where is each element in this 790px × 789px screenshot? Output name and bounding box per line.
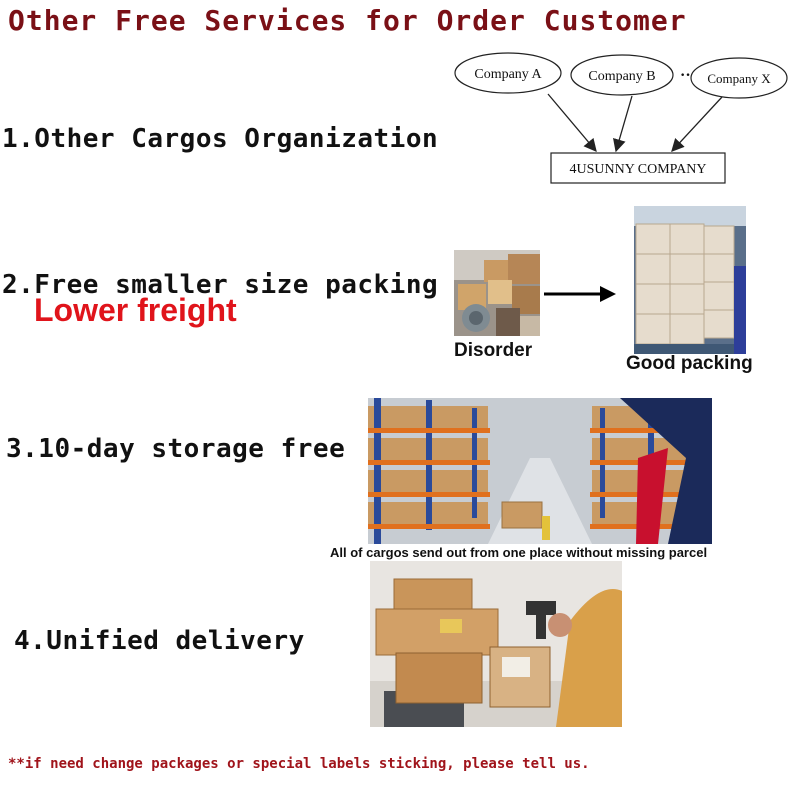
section-2-heading: 2.Free smaller size packing — [2, 270, 439, 300]
lower-freight-note: Lower freight — [34, 292, 237, 328]
storage-caption: All of cargos send out from one place wi… — [330, 545, 708, 560]
company-a-node: Company A — [454, 52, 562, 94]
disorder-label: Disorder — [454, 340, 533, 361]
good-packing-label: Good packing — [626, 353, 753, 374]
company-a-label: Company A — [474, 67, 542, 82]
section-3-heading: 3.10-day storage free — [6, 434, 346, 464]
arrow-x-to-target — [671, 96, 723, 152]
target-company-box: 4USUNNY COMPANY — [550, 152, 726, 184]
disorder-photo — [454, 250, 540, 336]
packing-arrow — [544, 286, 616, 302]
company-b-node: Company B — [570, 54, 674, 96]
delivery-photo — [370, 561, 622, 727]
warehouse-photo — [368, 398, 712, 544]
company-x-node: Company X — [690, 57, 788, 99]
footnote: **if need change packages or special lab… — [8, 756, 590, 772]
section-4-heading: 4.Unified delivery — [14, 626, 305, 656]
company-flow-diagram: Company A Company B ··· Company X 4USUNN… — [454, 52, 788, 184]
page-title: Other Free Services for Order Customer — [8, 4, 687, 37]
target-company-label: 4USUNNY COMPANY — [569, 162, 706, 177]
good-packing-photo — [634, 206, 746, 354]
company-b-label: Company B — [588, 69, 655, 84]
section-1-heading: 1.Other Cargos Organization — [2, 124, 439, 154]
arrow-a-to-target — [547, 93, 597, 152]
company-x-label: Company X — [707, 71, 771, 86]
arrow-b-to-target — [613, 95, 633, 153]
